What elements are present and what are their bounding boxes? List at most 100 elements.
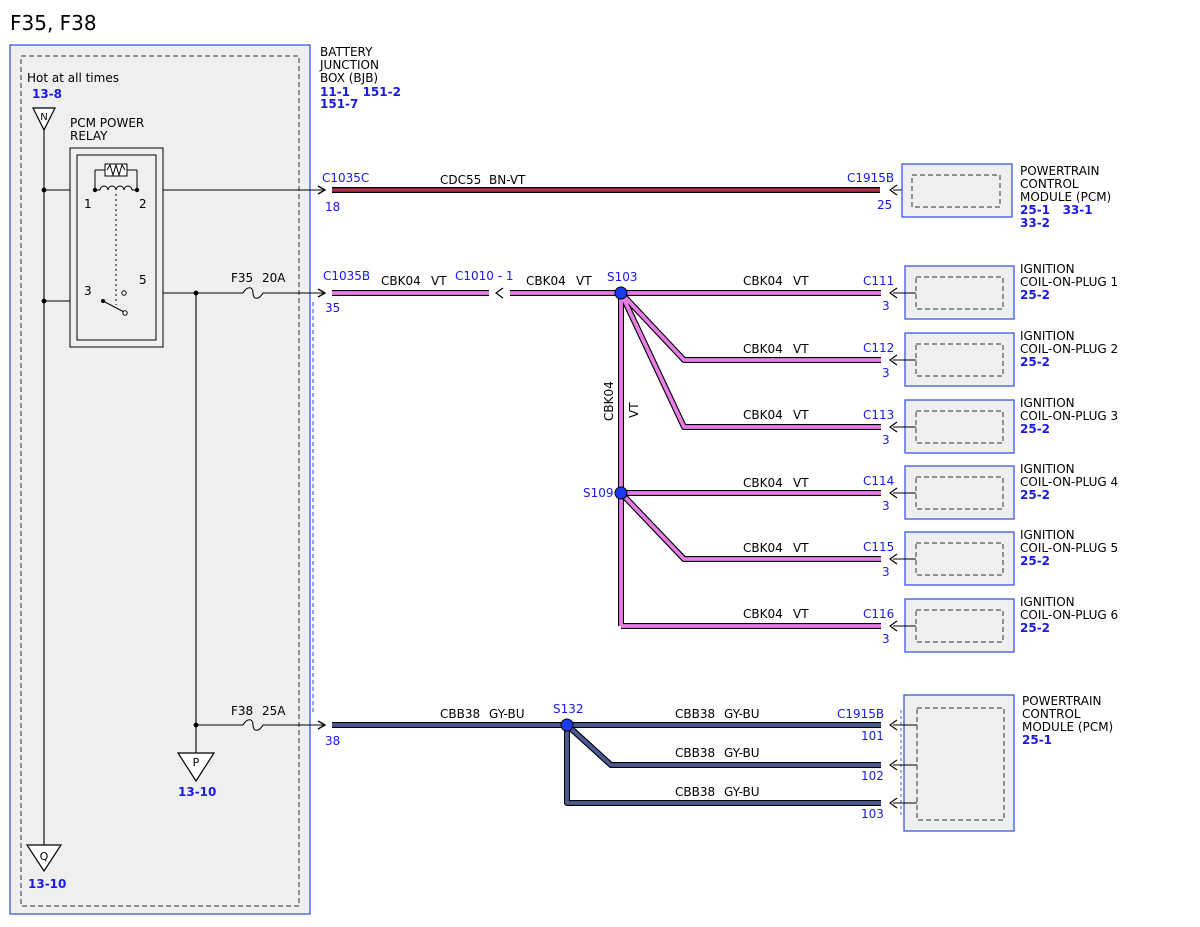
coil-2-pin: 3 bbox=[882, 366, 890, 380]
power-source-ref[interactable]: 13-8 bbox=[32, 87, 62, 101]
branch-4-circuit: CBK04 bbox=[743, 476, 783, 490]
splice-s109-label: S109 bbox=[583, 486, 614, 500]
coil-4-pin: 3 bbox=[882, 499, 890, 513]
wire-cbb38-circuit-a: CBB38 bbox=[440, 707, 480, 721]
coil-5-ref[interactable]: 25-2 bbox=[1020, 554, 1050, 568]
coil-2-inner bbox=[915, 343, 1004, 377]
coil-5-name-2: COIL-ON-PLUG 5 bbox=[1020, 541, 1118, 555]
wire-cdc55-circuit: CDC55 bbox=[440, 173, 481, 187]
coil-4-connector[interactable]: C114 bbox=[863, 474, 894, 488]
coil-2-name-2: COIL-ON-PLUG 2 bbox=[1020, 342, 1118, 356]
wire-labels-branch-2: CBK04 VT bbox=[743, 342, 809, 356]
coil-5-name-1: IGNITION bbox=[1020, 528, 1075, 542]
coil-1-connector[interactable]: C111 bbox=[863, 274, 894, 288]
ground-q: Q 13-10 bbox=[25, 844, 66, 891]
coil-5-inner bbox=[915, 542, 1004, 576]
pcm-top-name-1: POWERTRAIN bbox=[1020, 164, 1100, 178]
connector-c1035c[interactable]: C1035C bbox=[322, 171, 369, 185]
wire-cbk04-circuit-b: CBK04 bbox=[526, 274, 566, 288]
pcm-bottom-name-3: MODULE (PCM) bbox=[1022, 720, 1113, 734]
coil-4-name-1: IGNITION bbox=[1020, 462, 1075, 476]
relay-pin-2: 2 bbox=[139, 197, 147, 211]
fuse-f38-name: F38 bbox=[231, 704, 253, 718]
relay-name-line1: PCM POWER bbox=[70, 116, 144, 130]
coil-5-terminal-arrow bbox=[888, 553, 898, 565]
wire-labels-branch-5: CBK04 VT bbox=[743, 541, 809, 555]
pcm-top-name-3: MODULE (PCM) bbox=[1020, 190, 1111, 204]
wire-cbb38-color-a: GY-BU bbox=[489, 707, 525, 721]
wire-labels-branch-3: CBK04 VT bbox=[743, 408, 809, 422]
wire-cbb38-color-b: GY-BU bbox=[724, 707, 760, 721]
wire-cbk04-vertical-circuit: CBK04 bbox=[602, 381, 616, 421]
coil-3-ref[interactable]: 25-2 bbox=[1020, 422, 1050, 436]
coil-6-pin: 3 bbox=[882, 632, 890, 646]
branch-6-color: VT bbox=[793, 607, 809, 621]
coil-2-box bbox=[904, 332, 1015, 387]
pcm-top-refs-2[interactable]: 33-2 bbox=[1020, 216, 1050, 230]
connector-c1035b[interactable]: C1035B bbox=[323, 269, 370, 283]
branch-1-color: VT bbox=[793, 274, 809, 288]
coil-2-ref[interactable]: 25-2 bbox=[1020, 355, 1050, 369]
splice-s103[interactable]: S103 bbox=[607, 270, 638, 300]
coil-2-connector[interactable]: C112 bbox=[863, 341, 894, 355]
bjb-name-line1: BATTERY bbox=[320, 45, 373, 59]
splice-s132[interactable]: S132 bbox=[553, 702, 584, 732]
coil-4-inner bbox=[915, 476, 1004, 510]
c1010-arrow bbox=[494, 287, 504, 299]
coil-3-terminal-arrow bbox=[888, 421, 898, 433]
ground-p-ref[interactable]: 13-10 bbox=[178, 785, 216, 799]
fuse-f35-name: F35 bbox=[231, 271, 253, 285]
coil-3-connector[interactable]: C113 bbox=[863, 408, 894, 422]
connector-c1915b-bottom[interactable]: C1915B bbox=[837, 707, 884, 721]
fuse-f38: F38 25A bbox=[231, 704, 286, 731]
coil-1-inner bbox=[915, 276, 1004, 310]
coil-1-terminal-arrow bbox=[888, 287, 898, 299]
wire-cbb38-circuit-d: CBB38 bbox=[675, 785, 715, 799]
pcm-top-module[interactable]: POWERTRAIN CONTROL MODULE (PCM) 25-1 33-… bbox=[901, 163, 1111, 230]
pcm-bottom-module[interactable]: POWERTRAIN CONTROL MODULE (PCM) 25-1 bbox=[903, 694, 1113, 832]
branch-2-circuit: CBK04 bbox=[743, 342, 783, 356]
bjb-name-line3: BOX (BJB) bbox=[320, 71, 378, 85]
coil-6-name-2: COIL-ON-PLUG 6 bbox=[1020, 608, 1118, 622]
coil-4-ref[interactable]: 25-2 bbox=[1020, 488, 1050, 502]
wire-cdc55: CDC55 BN-VT bbox=[332, 173, 880, 193]
bjb-refs-1[interactable]: 11-1 151-2 bbox=[320, 85, 401, 99]
pcm-top-refs-1[interactable]: 25-1 33-1 bbox=[1020, 203, 1093, 217]
coil-1-name-1: IGNITION bbox=[1020, 262, 1075, 276]
pcm-bottom-ref[interactable]: 25-1 bbox=[1022, 733, 1052, 747]
power-source: Hot at all times 13-8 N bbox=[27, 71, 119, 132]
power-source-label: Hot at all times bbox=[27, 71, 119, 85]
relay-pin-1: 1 bbox=[84, 197, 92, 211]
coil-4-terminal-arrow bbox=[888, 487, 898, 499]
coil-1-ref[interactable]: 25-2 bbox=[1020, 288, 1050, 302]
coil-3-name-2: COIL-ON-PLUG 3 bbox=[1020, 409, 1118, 423]
power-source-terminal: N bbox=[40, 112, 47, 123]
wire-cbb38-color-c: GY-BU bbox=[724, 746, 760, 760]
branch-1-circuit: CBK04 bbox=[743, 274, 783, 288]
coil-6-ref[interactable]: 25-2 bbox=[1020, 621, 1050, 635]
coil-5-connector[interactable]: C115 bbox=[863, 540, 894, 554]
wire-cbb38-circuit-c: CBB38 bbox=[675, 746, 715, 760]
coil-6-terminal-arrow bbox=[888, 620, 898, 632]
wire-cbb38-network bbox=[332, 722, 881, 806]
coil-6-connector[interactable]: C116 bbox=[863, 607, 894, 621]
connector-c1010[interactable]: C1010 - 1 bbox=[455, 269, 514, 283]
pcm-bottom-pin-102: 102 bbox=[861, 769, 884, 783]
ground-q-ref[interactable]: 13-10 bbox=[28, 877, 66, 891]
relay-name-line2: RELAY bbox=[70, 129, 108, 143]
branch-5-color: VT bbox=[793, 541, 809, 555]
splice-s109[interactable]: S109 bbox=[583, 486, 628, 500]
coil-4-name-2: COIL-ON-PLUG 4 bbox=[1020, 475, 1118, 489]
branch-5-circuit: CBK04 bbox=[743, 541, 783, 555]
coil-6-name-1: IGNITION bbox=[1020, 595, 1075, 609]
connector-c1915b-top[interactable]: C1915B bbox=[847, 171, 894, 185]
branch-3-circuit: CBK04 bbox=[743, 408, 783, 422]
bjb-refs-2[interactable]: 151-7 bbox=[320, 97, 358, 111]
ground-p: P 13-10 bbox=[176, 752, 216, 799]
